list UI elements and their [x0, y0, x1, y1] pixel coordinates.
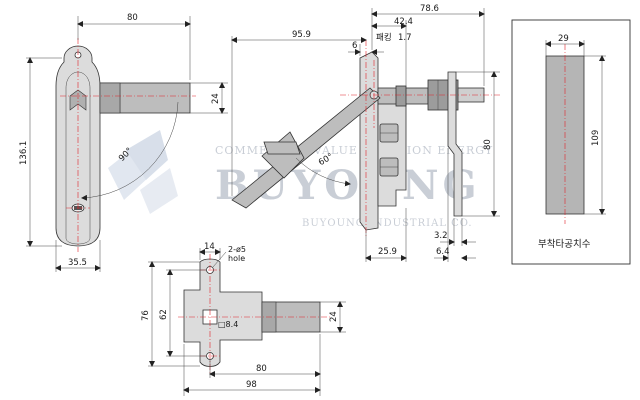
side-dim-6: 6 — [352, 41, 357, 51]
bottom-hole-note: 2-ø5 — [228, 245, 246, 254]
bottom-dim-24: 24 — [329, 311, 339, 322]
cutout-dim-109: 109 — [591, 130, 601, 146]
bottom-dim-80: 80 — [256, 364, 267, 374]
bottom-dim-98: 98 — [246, 380, 257, 390]
side-dim-3-2: 3.2 — [434, 231, 448, 241]
side-packing-label: 패킹 — [376, 32, 392, 43]
cutout-frame — [511, 19, 631, 265]
front-inner-recess — [65, 71, 91, 245]
side-view: 60° 78.6 42.4 패킹 1.7 95.9 6 80 25.9 — [231, 4, 500, 262]
side-handle-raised — [231, 87, 381, 209]
bottom-dim-14: 14 — [204, 242, 215, 252]
cutout-dim-29: 29 — [558, 34, 569, 44]
bottom-dim-76: 76 — [141, 310, 151, 321]
bottom-view: 14 2-ø5 hole 76 62 □8.4 24 80 98 — [141, 242, 346, 396]
side-dim-6-4: 6.4 — [436, 247, 450, 257]
cutout-caption: 부착타공치수 — [538, 238, 591, 250]
bottom-dim-62: 62 — [159, 309, 169, 320]
front-view: 90° 80 136.1 35.5 24 — [19, 13, 228, 272]
front-dim-136-1: 136.1 — [19, 141, 29, 165]
front-dim-80: 80 — [127, 13, 138, 23]
bottom-base-plate — [183, 258, 263, 367]
front-dim-24: 24 — [211, 93, 221, 104]
cutout-panel: 29 109 부착타공치수 — [511, 19, 631, 265]
side-dim-78-6: 78.6 — [420, 4, 439, 14]
side-dim-25-9: 25.9 — [378, 247, 397, 257]
side-dim-95-9: 95.9 — [292, 30, 311, 40]
bottom-dim-square: □8.4 — [218, 320, 238, 329]
side-dim-80: 80 — [483, 139, 493, 150]
side-dim-1-7: 1.7 — [398, 33, 412, 43]
front-dim-35-5: 35.5 — [68, 258, 87, 268]
side-dim-42-4: 42.4 — [394, 17, 413, 27]
bottom-hole-note-2: hole — [228, 254, 245, 263]
watermark-company: BUYOUNG INDUSTRIAL CO. — [302, 218, 473, 229]
watermark-logo — [108, 130, 178, 214]
side-body — [359, 51, 379, 231]
